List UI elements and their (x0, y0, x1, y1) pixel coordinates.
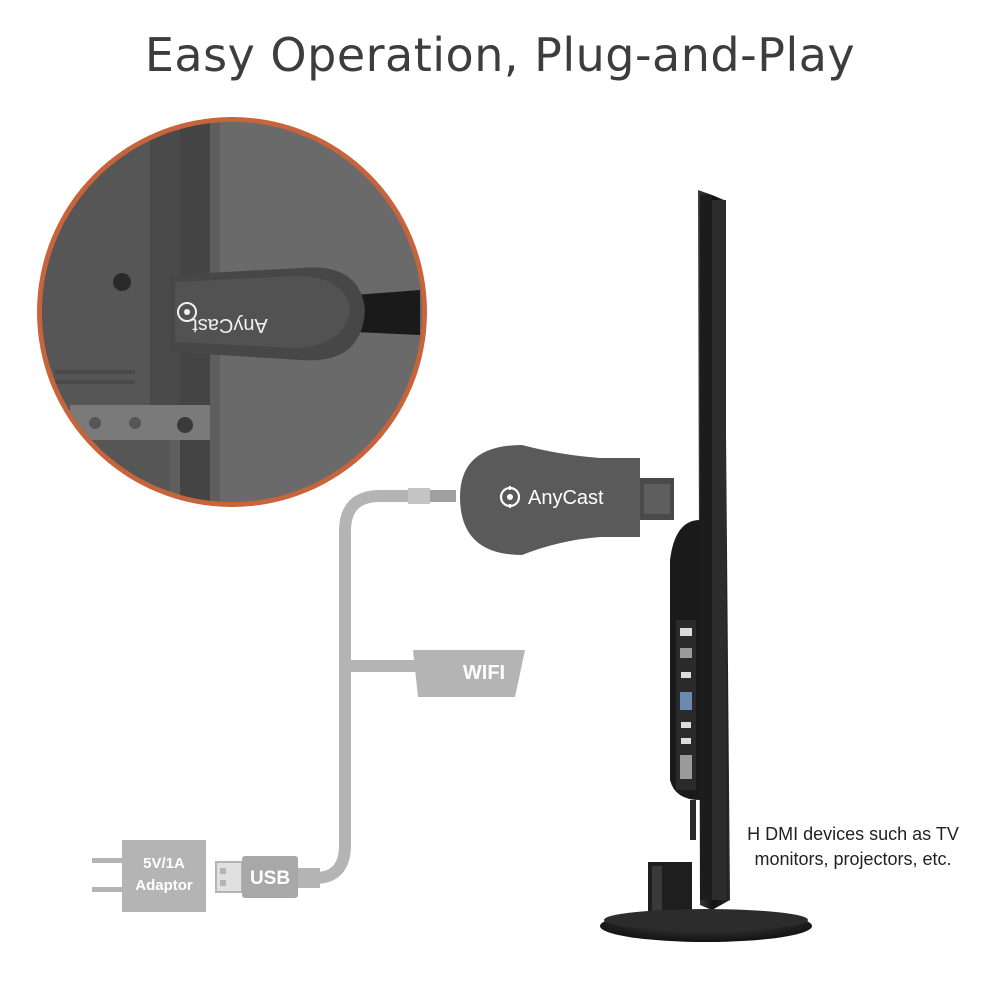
caption-line-2: monitors, projectors, etc. (754, 849, 952, 869)
compatible-devices-caption: H DMI devices such as TV monitors, proje… (718, 822, 988, 872)
micro-usb-connector-icon (408, 488, 456, 504)
power-plug-icon: 5V/1A Adaptor (92, 840, 206, 912)
zoom-brand-label: AnyCast (192, 314, 268, 336)
tv-side-view (600, 190, 812, 942)
tv-stand (600, 862, 812, 942)
usb-connector-icon: USB (215, 856, 320, 898)
target-logo-icon (177, 302, 197, 322)
adaptor-label: Adaptor (135, 877, 193, 894)
zoom-circle: AnyCast (37, 117, 427, 507)
anycast-dongle: AnyCast (460, 445, 674, 555)
wifi-tag: WIFI (413, 650, 525, 697)
cable-path (299, 490, 436, 884)
usb-label: USB (250, 868, 290, 889)
caption-line-1: H DMI devices such as TV (747, 824, 959, 844)
zoomed-dongle: AnyCast (170, 267, 420, 361)
adaptor-rating: 5V/1A (143, 855, 185, 872)
tv-ports-panel (676, 620, 696, 790)
page-title: Easy Operation, Plug-and-Play (144, 28, 856, 82)
dongle-brand-label: AnyCast (528, 487, 604, 509)
wifi-label: WIFI (463, 662, 505, 684)
target-logo-icon (499, 486, 521, 508)
